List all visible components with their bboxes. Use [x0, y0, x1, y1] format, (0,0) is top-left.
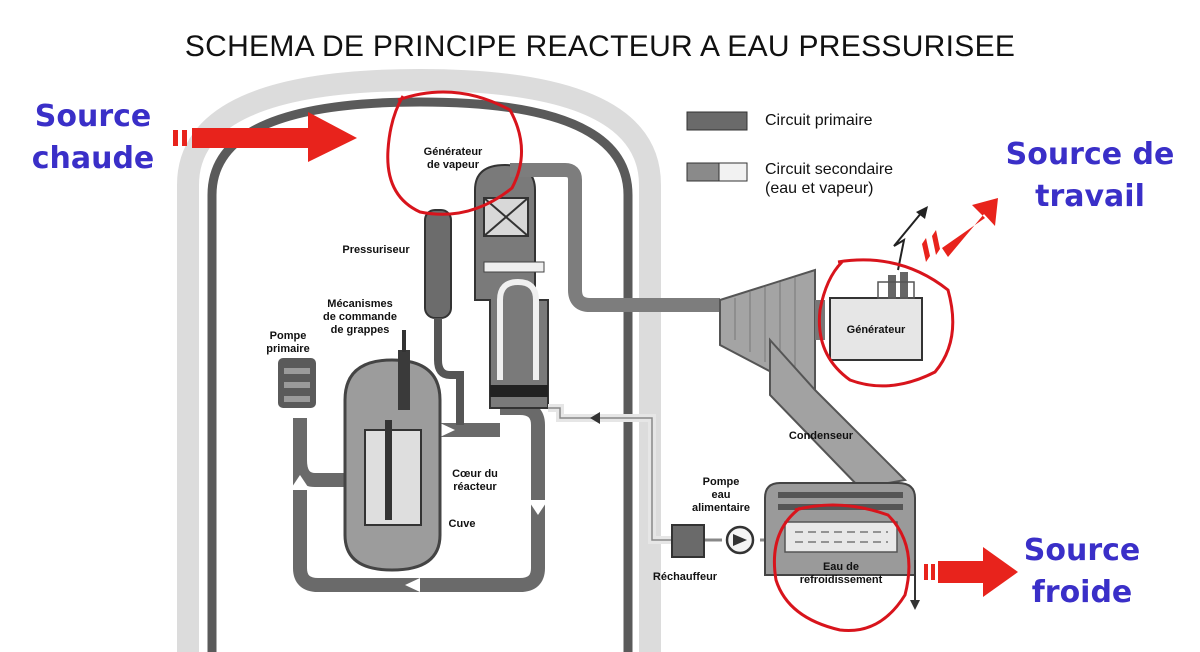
legend-secondary-swatch-dark — [686, 162, 720, 182]
label-generator: Générateur — [846, 324, 906, 336]
legend-primary-swatch — [686, 111, 748, 131]
label-feedwater-pump-line1: Pompe — [702, 476, 740, 488]
legend-secondary-label: Circuit secondaire — [765, 161, 894, 178]
annotation-work-source-line1: Source de — [1005, 137, 1175, 172]
label-condenser: Condenseur — [788, 430, 854, 442]
label-steam-generator-line2: de vapeur — [427, 159, 479, 171]
legend-primary-label: Circuit primaire — [765, 112, 873, 129]
primary-pump — [278, 358, 316, 408]
annotation-hot-source: Source chaude — [28, 96, 158, 180]
cold-source-arrow — [924, 547, 1018, 597]
label-mechanisms-line1: Mécanismes — [327, 298, 393, 310]
label-feedwater-pump-line2: eau — [711, 489, 731, 501]
highlight-circle-cooling-water — [772, 503, 911, 633]
label-steam-generator: Générateur de vapeur — [408, 146, 498, 172]
legend-secondary-sublabel: (eau et vapeur) — [765, 180, 874, 197]
heater — [671, 524, 705, 558]
hot-source-arrow — [173, 112, 357, 162]
label-cooling-water: Eau de refroidissement — [786, 561, 896, 587]
annotation-work-source-line2: travail — [1035, 179, 1145, 214]
label-reactor-core: Cœur du réacteur — [440, 468, 510, 494]
work-source-arrow — [922, 198, 998, 262]
label-mechanisms: Mécanismes de commande de grappes — [310, 298, 410, 337]
label-cooling-water-line1: Eau de — [822, 561, 860, 573]
feedwater-line — [548, 404, 672, 544]
label-primary-pump-line1: Pompe — [269, 330, 307, 342]
steam-line — [510, 163, 720, 312]
steam-generator — [474, 163, 549, 409]
label-heater: Réchauffeur — [652, 571, 718, 583]
primary-flow-arrows — [290, 423, 548, 592]
annotation-hot-source-line1: Source — [34, 99, 152, 134]
label-feedwater-pump-line3: alimentaire — [691, 502, 751, 514]
label-mechanisms-line2: de commande — [323, 311, 397, 323]
label-mechanisms-line3: de grappes — [330, 324, 390, 336]
annotation-work-source: Source de travail — [995, 134, 1185, 218]
label-cooling-water-line2: refroidissement — [799, 574, 883, 586]
label-pressurizer: Pressuriseur — [342, 244, 410, 256]
label-primary-pump-line2: primaire — [266, 343, 310, 355]
annotation-hot-source-line2: chaude — [31, 141, 155, 176]
diagram-title: SCHEMA DE PRINCIPE REACTEUR A EAU PRESSU… — [184, 30, 1016, 63]
legend-secondary-swatch-light — [718, 162, 748, 182]
electricity-bolt-icon — [893, 211, 923, 271]
label-vessel: Cuve — [448, 518, 476, 530]
annotation-cold-source-line1: Source — [1023, 533, 1141, 568]
highlight-circle-steam-generator — [386, 90, 523, 216]
annotation-cold-source: Source froide — [1012, 530, 1152, 614]
label-reactor-core-line2: réacteur — [453, 481, 497, 493]
label-reactor-core-line1: Cœur du — [452, 468, 498, 480]
annotation-cold-source-line2: froide — [1031, 575, 1133, 610]
highlight-circle-generator — [817, 258, 955, 388]
label-primary-pump: Pompe primaire — [258, 330, 318, 356]
reactor-vessel — [343, 330, 442, 572]
label-feedwater-pump: Pompe eau alimentaire — [680, 476, 762, 515]
condenser — [764, 482, 920, 610]
pressurizer — [424, 209, 464, 425]
label-steam-generator-line1: Générateur — [423, 146, 483, 158]
condenser-duct — [769, 337, 908, 490]
feedwater-pump — [725, 525, 755, 555]
electric-generator — [829, 272, 923, 361]
containment-inner-wall — [207, 97, 633, 652]
